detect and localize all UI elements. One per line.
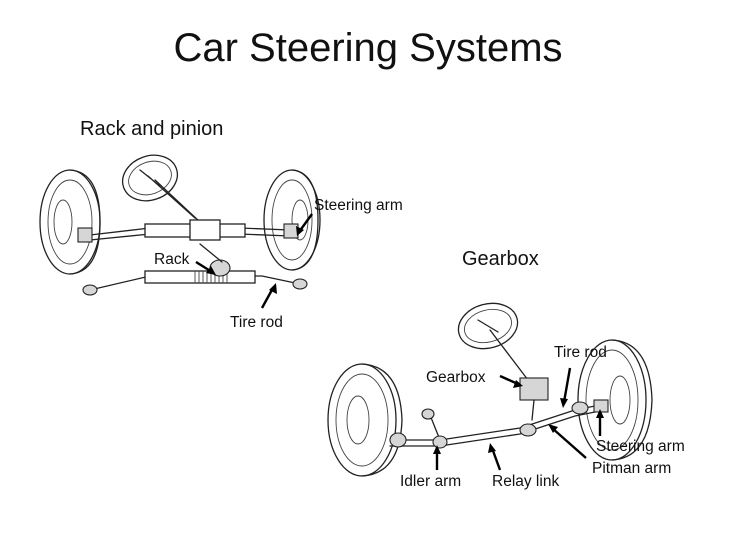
gb-gearbox-label: Gearbox: [426, 369, 486, 386]
rp-rack-label: Rack: [154, 251, 190, 268]
gb-steering-arm-label: Steering arm: [596, 438, 685, 455]
rp-rack: [82, 243, 308, 296]
rack-pinion-heading: Rack and pinion: [80, 118, 224, 140]
gb-gearbox-arrow: [499, 374, 519, 386]
rp-left-wheel: [39, 169, 101, 275]
gb-pitman-arm-label: Pitman arm: [592, 460, 672, 477]
rp-tire-rod-arrow: [260, 287, 275, 309]
gb-right-wheel: [577, 339, 653, 461]
gb-left-wheel: [327, 363, 403, 477]
gb-idler-arm-label: Idler arm: [400, 473, 462, 490]
rp-right-wheel: [263, 169, 321, 271]
page-title: Car Steering Systems: [173, 26, 563, 70]
rp-tire-rod-label: Tire rod: [230, 314, 283, 331]
gearbox-drawing: [327, 302, 653, 477]
rack-and-pinion-drawing: [39, 154, 321, 309]
gb-relay-link-label: Relay link: [492, 473, 560, 490]
gearbox-heading: Gearbox: [462, 248, 539, 270]
gb-tire-rod-arrow: [562, 367, 572, 403]
gb-pitman-arm-arrow: [551, 427, 587, 459]
rp-upper-tie-rod: [77, 219, 299, 243]
gb-steering-wheel: [457, 302, 519, 350]
gb-linkage: [389, 399, 609, 449]
rp-steering-wheel: [121, 154, 196, 219]
gb-gearbox-box: [519, 377, 549, 401]
gb-tire-rod-label: Tire rod: [554, 344, 607, 361]
rp-steering-arm-label: Steering arm: [314, 197, 403, 214]
